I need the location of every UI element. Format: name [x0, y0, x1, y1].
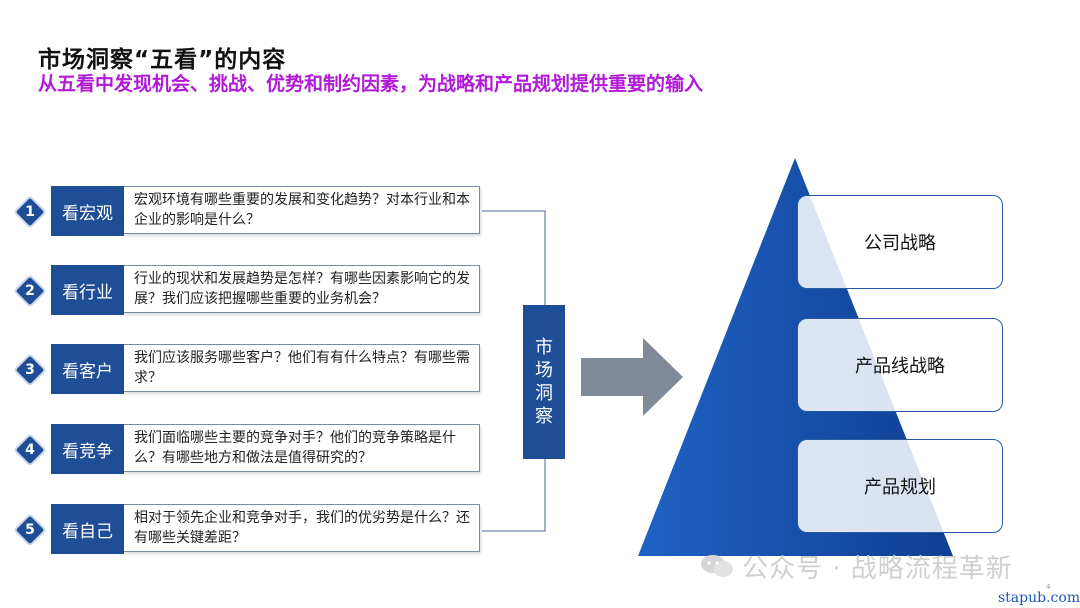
bracket-connector [482, 210, 546, 532]
perspective-row-macro: 1 看宏观 宏观环境有哪些重要的发展和变化趋势？对本行业和本企业的影响是什么？ [15, 186, 486, 238]
number-badge: 5 [15, 515, 45, 545]
watermark-text: 公众号 · 战略流程革新 [742, 554, 1013, 584]
badge-number: 2 [25, 283, 35, 299]
page-number: 4 [1046, 583, 1051, 591]
number-badge: 1 [15, 197, 45, 227]
perspective-row-customer: 3 看客户 我们应该服务哪些客户？他们有有什么特点？有哪些需求？ [15, 344, 486, 396]
badge-number: 5 [25, 522, 35, 538]
perspective-row-competition: 4 看竞争 我们面临哪些主要的竞争对手？他们的竞争策略是什么？有哪些地方和做法是… [15, 424, 486, 476]
pyramid-level-product-planning: 产品规划 [797, 439, 1003, 533]
badge-number: 4 [25, 442, 35, 458]
perspective-row-self: 5 看自己 相对于领先企业和竞争对手，我们的优劣势是什么？还有哪些关键差距？ [15, 504, 486, 556]
perspective-description: 行业的现状和发展趋势是怎样？有哪些因素影响它的发展？我们应该把握哪些重要的业务机… [124, 265, 480, 313]
pyramid-level-corporate-strategy: 公司战略 [797, 195, 1003, 289]
number-badge: 4 [15, 435, 45, 465]
site-link[interactable]: stapub.com [998, 590, 1080, 606]
perspective-row-industry: 2 看行业 行业的现状和发展趋势是怎样？有哪些因素影响它的发展？我们应该把握哪些… [15, 265, 486, 317]
number-badge: 3 [15, 355, 45, 385]
perspective-description: 我们面临哪些主要的竞争对手？他们的竞争策略是什么？有哪些地方和做法是值得研究的？ [124, 424, 480, 472]
pyramid-level-product-line-strategy: 产品线战略 [797, 318, 1003, 412]
perspective-label: 看竞争 [51, 424, 124, 474]
perspective-label: 看客户 [51, 344, 124, 394]
perspective-description: 宏观环境有哪些重要的发展和变化趋势？对本行业和本企业的影响是什么？ [124, 186, 480, 234]
perspective-description: 相对于领先企业和竞争对手，我们的优劣势是什么？还有哪些关键差距？ [124, 504, 480, 552]
wechat-icon [701, 555, 733, 577]
badge-number: 3 [25, 362, 35, 378]
badge-number: 1 [25, 204, 35, 220]
market-insight-box: 市场洞察 [523, 305, 565, 459]
page-subtitle: 从五看中发现机会、挑战、优势和制约因素，为战略和产品规划提供重要的输入 [38, 73, 704, 95]
page-title: 市场洞察“五看”的内容 [38, 47, 287, 73]
right-arrow-shape [581, 338, 683, 416]
perspective-label: 看自己 [51, 504, 124, 554]
perspective-label: 看宏观 [51, 186, 124, 236]
number-badge: 2 [15, 276, 45, 306]
perspective-label: 看行业 [51, 265, 124, 315]
perspective-description: 我们应该服务哪些客户？他们有有什么特点？有哪些需求？ [124, 344, 480, 392]
